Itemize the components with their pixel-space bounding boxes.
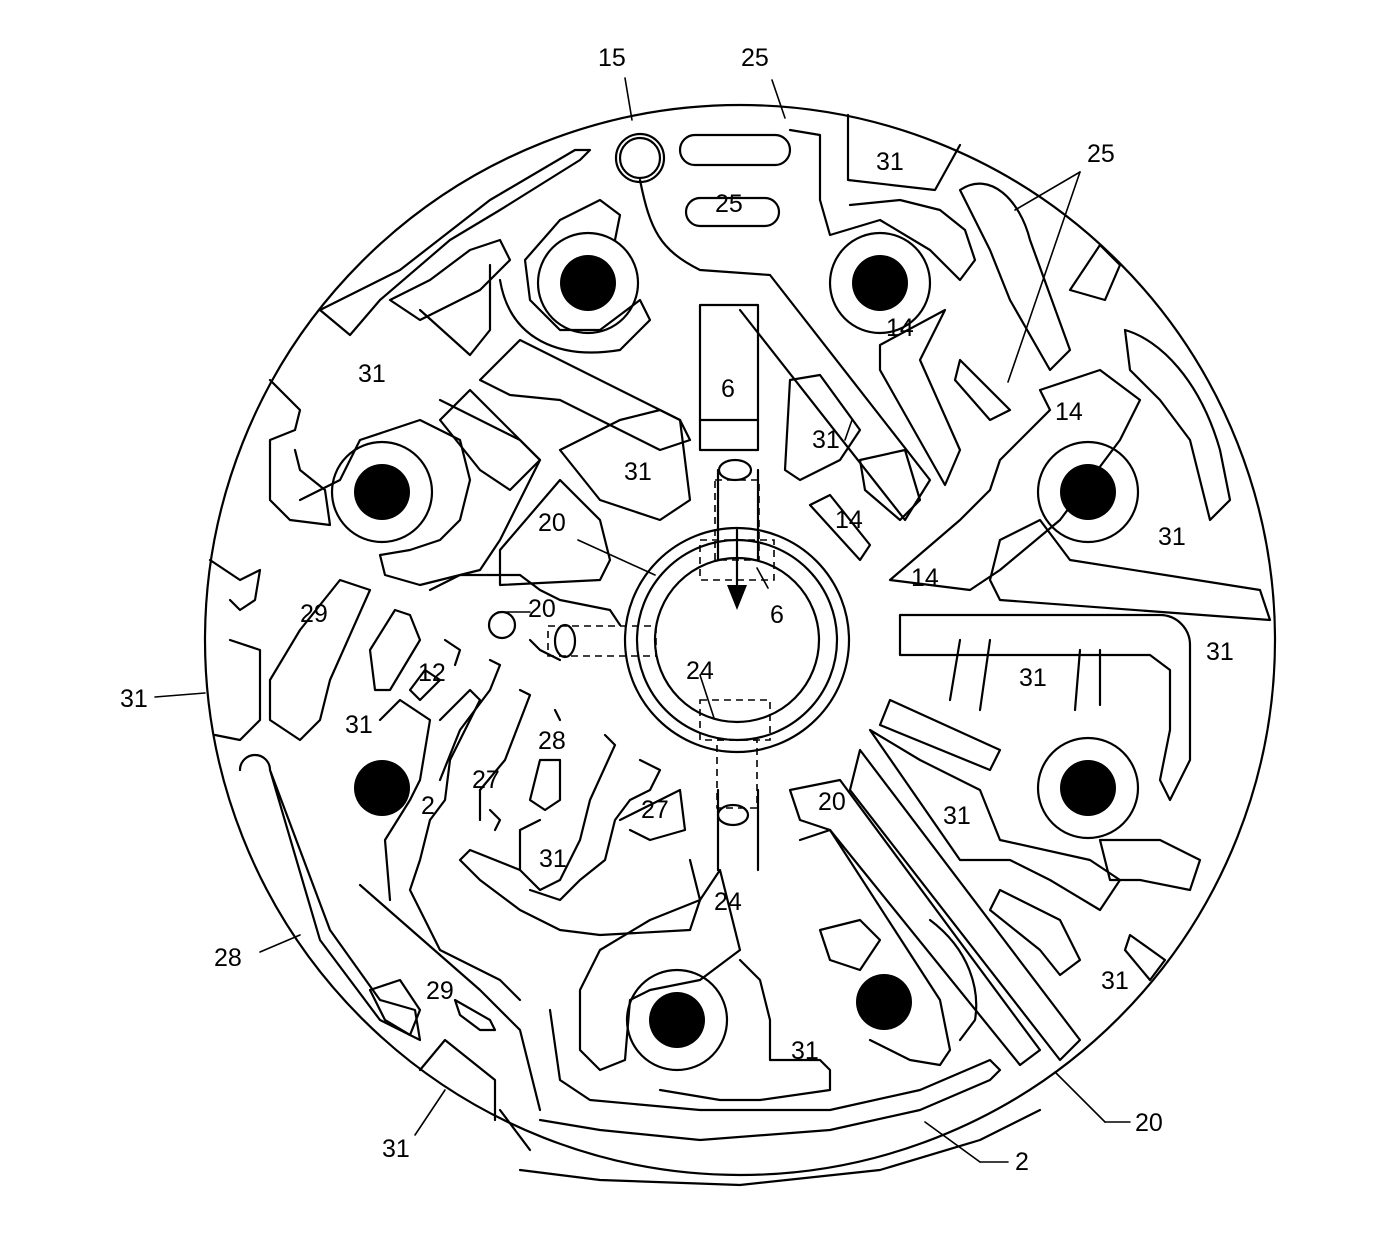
bolt-hole (1060, 464, 1116, 520)
ref-label-31: 31 (876, 148, 904, 176)
ref-label-14: 14 (835, 506, 863, 534)
ref-label-20: 20 (1135, 1109, 1163, 1137)
ref-label-24: 24 (686, 657, 714, 685)
bolt-hole (856, 974, 912, 1030)
channel-walls (208, 113, 1272, 1187)
ref-label-20: 20 (538, 509, 566, 537)
ref-label-14: 14 (911, 564, 939, 592)
ref-label-31: 31 (791, 1037, 819, 1065)
bolt-hole (852, 255, 908, 311)
ref-label-31: 31 (120, 685, 148, 713)
bolt-holes (330, 231, 1140, 1072)
ref-label-14: 14 (886, 314, 914, 342)
ref-label-31: 31 (539, 845, 567, 873)
ref-label-25: 25 (1087, 140, 1115, 168)
bolt-hole (354, 760, 410, 816)
ref-label-20: 20 (818, 788, 846, 816)
ref-label-27: 27 (472, 766, 500, 794)
ref-label-29: 29 (426, 977, 454, 1005)
ref-label-31: 31 (345, 711, 373, 739)
ref-label-31: 31 (1206, 638, 1234, 666)
leader-lines (154, 77, 1131, 1163)
ref-label-31: 31 (624, 458, 652, 486)
ref-label-31: 31 (943, 802, 971, 830)
ref-label-25: 25 (715, 190, 743, 218)
ref-label-14: 14 (1055, 398, 1083, 426)
ref-label-28: 28 (538, 727, 566, 755)
ref-label-20: 20 (528, 595, 556, 623)
ref-label-29: 29 (300, 600, 328, 628)
ref-label-15: 15 (598, 44, 626, 72)
ref-label-24: 24 (714, 888, 742, 916)
ref-label-31: 31 (812, 426, 840, 454)
ref-label-31: 31 (382, 1135, 410, 1163)
ref-label-31: 31 (1019, 664, 1047, 692)
ref-label-28: 28 (214, 944, 242, 972)
ref-label-31: 31 (1158, 523, 1186, 551)
ref-label-12: 12 (418, 659, 446, 687)
bolt-hole (1060, 760, 1116, 816)
ref-label-2: 2 (421, 792, 435, 820)
bolt-hole (649, 992, 705, 1048)
ref-label-6: 6 (770, 601, 784, 629)
bolt-hole (354, 464, 410, 520)
ref-label-2: 2 (1015, 1148, 1029, 1176)
ref-label-31: 31 (358, 360, 386, 388)
ref-label-31: 31 (1101, 967, 1129, 995)
reference-labels: 15 25 31 25 25 14 6 14 31 31 31 14 31 31… (120, 44, 1234, 1176)
hidden-passages (487, 458, 775, 827)
plate-outline (203, 103, 1277, 1177)
ref-label-27: 27 (641, 796, 669, 824)
bolt-hole (560, 255, 616, 311)
ref-label-6: 6 (721, 375, 735, 403)
ref-label-25: 25 (741, 44, 769, 72)
center-bore (623, 526, 851, 754)
